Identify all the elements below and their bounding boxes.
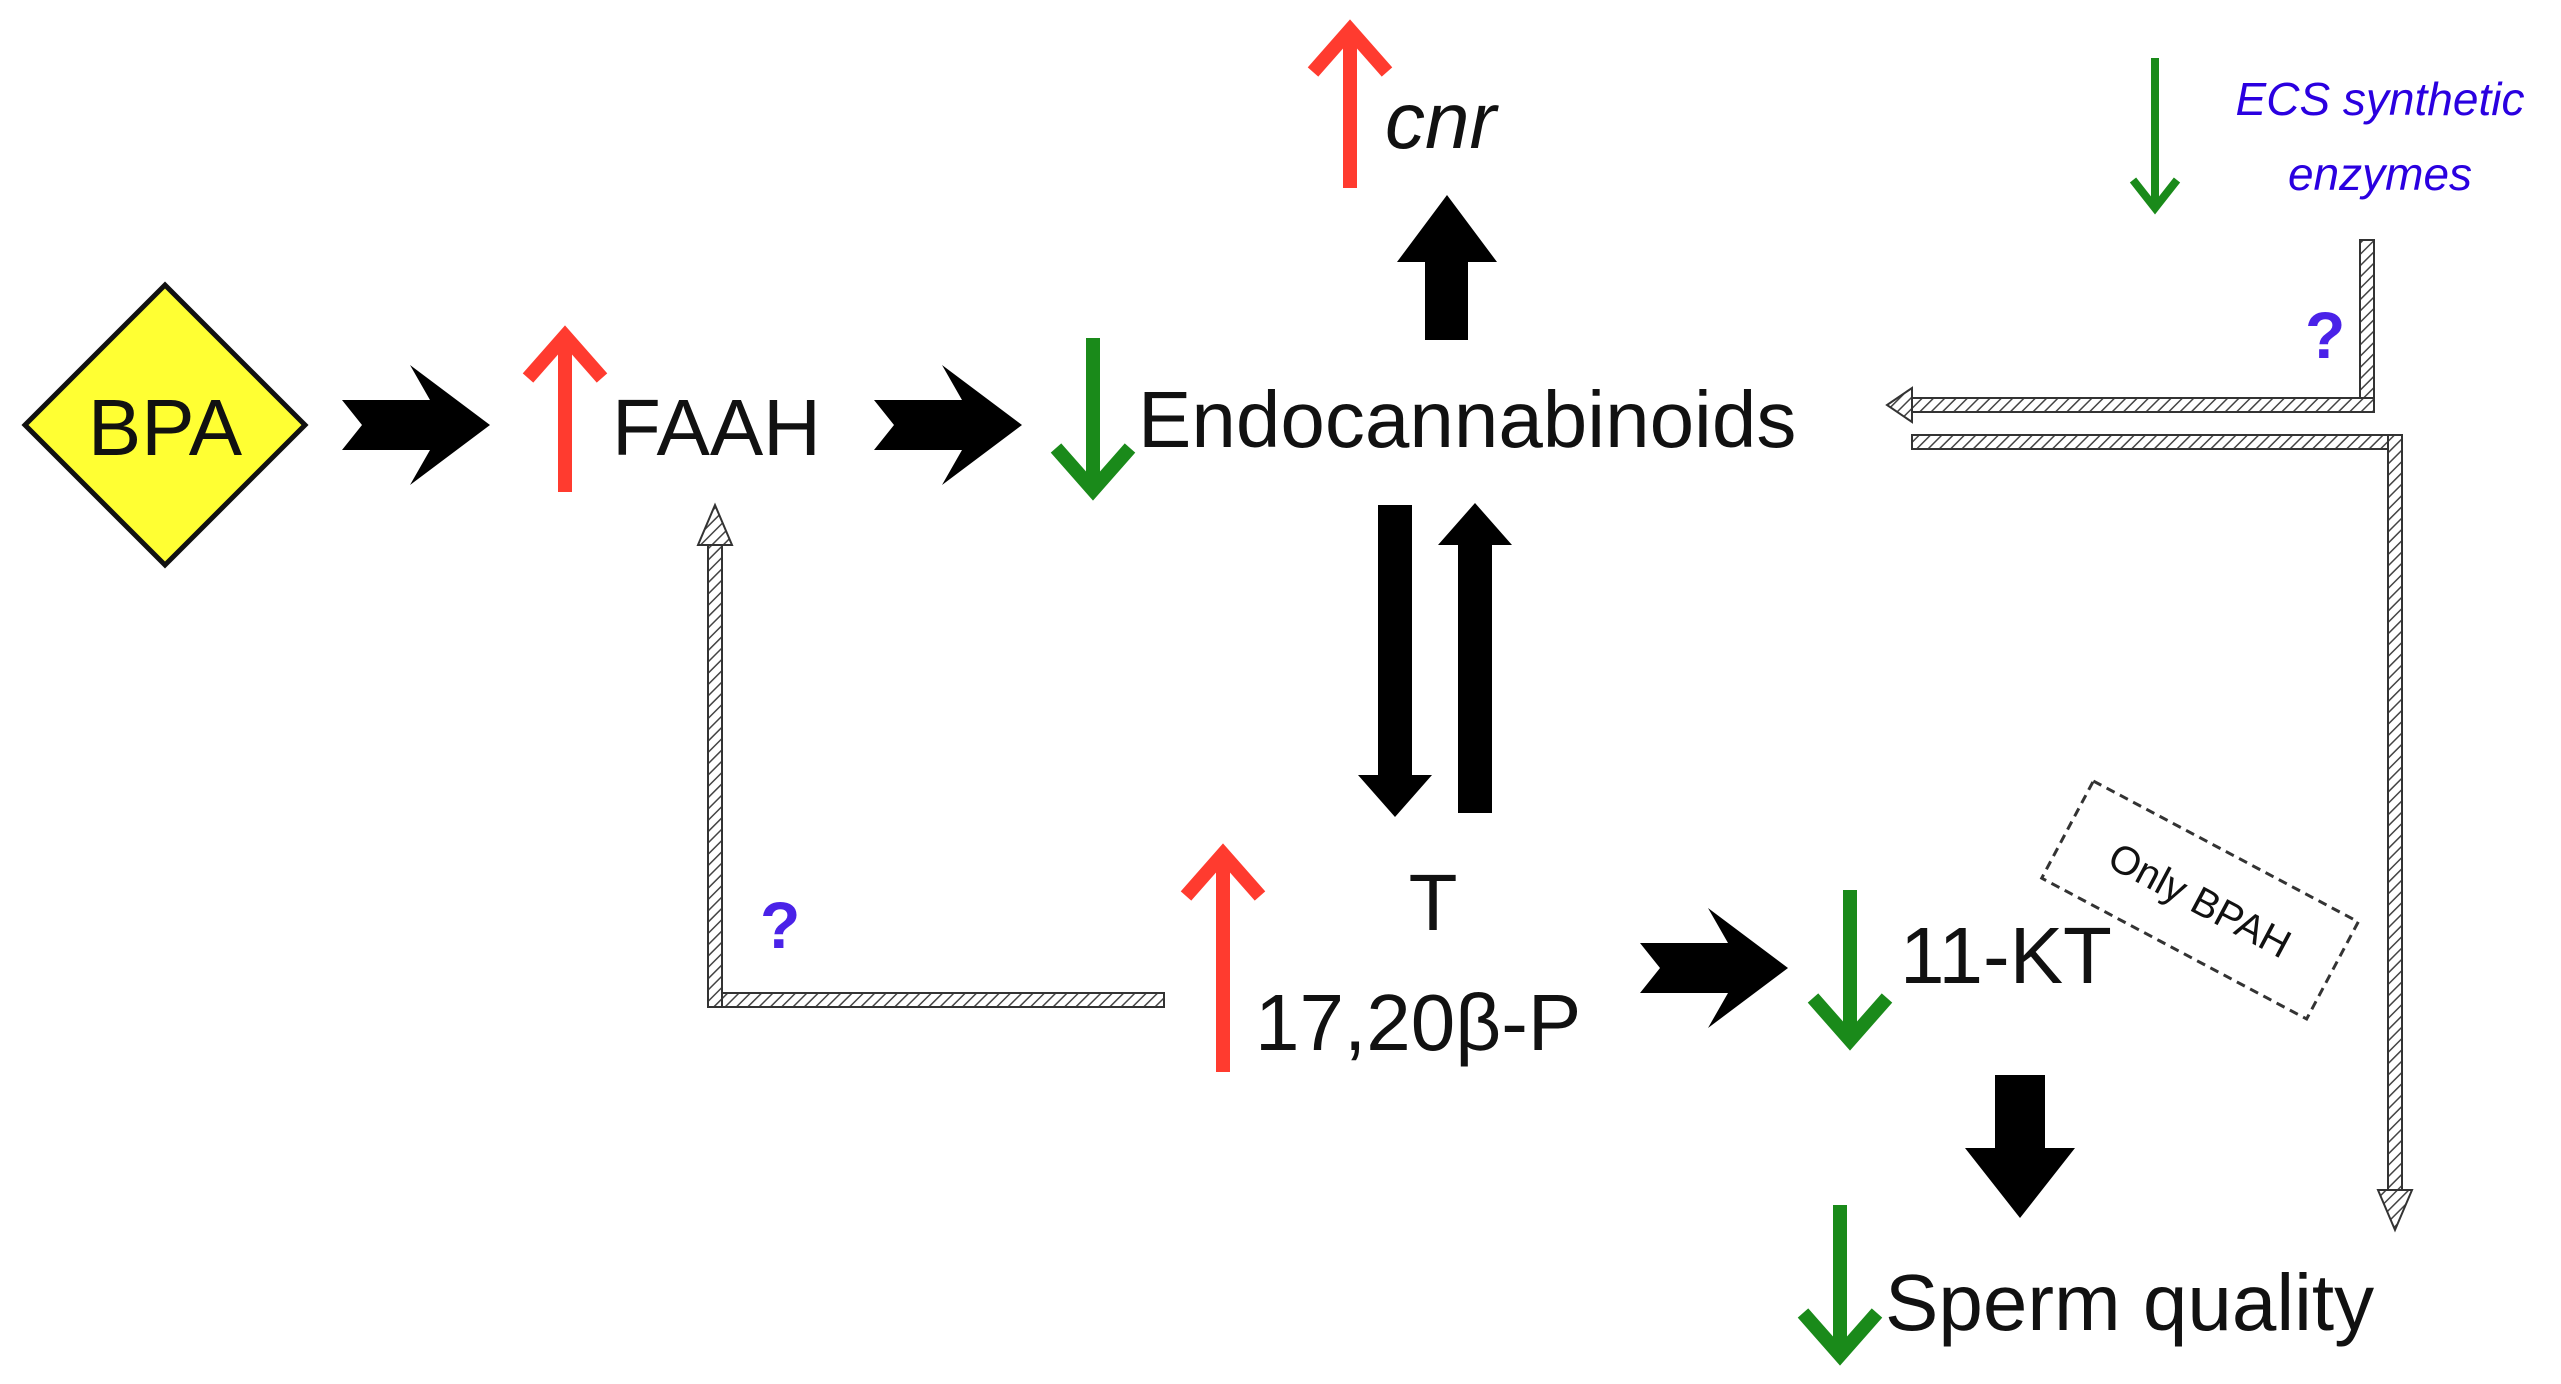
11kt-label: 11-KT xyxy=(1900,911,2112,1000)
cnr-up-arrow-icon xyxy=(1307,19,1393,188)
faah-label: FAAH xyxy=(612,383,821,472)
arrow-faah-to-endocannabinoids xyxy=(874,365,1022,485)
arrow-endocannabinoids-down-to-t xyxy=(1358,505,1432,817)
faah-up-arrow-icon xyxy=(522,325,608,492)
arrow-p1720-to-11kt xyxy=(1640,908,1788,1028)
arrow-t-up-to-endocannabinoids xyxy=(1438,503,1512,813)
p1720-label: 17,20β-P xyxy=(1255,978,1581,1067)
hatched-arrow-endocannabinoids-to-sperm xyxy=(1911,434,2414,1233)
t-label: T xyxy=(1409,858,1458,947)
11kt-down-arrow-icon xyxy=(1807,890,1893,1051)
endocannabinoids-down-arrow-icon xyxy=(1050,338,1136,501)
question-mark-ecs: ? xyxy=(2305,298,2345,372)
ecs-label-line2: enzymes xyxy=(2288,148,2472,200)
arrow-bpa-to-faah xyxy=(342,365,490,485)
sperm-down-arrow-icon xyxy=(1797,1205,1883,1366)
bpa-diamond xyxy=(21,281,309,569)
ecs-label-line1: ECS synthetic xyxy=(2236,73,2525,125)
arrow-11kt-to-sperm xyxy=(1965,1075,2075,1218)
t-up-arrow-icon xyxy=(1180,843,1266,1072)
endocannabinoids-label: Endocannabinoids xyxy=(1138,375,1796,464)
arrow-endocannabinoids-to-cnr xyxy=(1397,195,1497,340)
cnr-label: cnr xyxy=(1385,76,1499,165)
ecs-down-arrow-icon xyxy=(2129,58,2181,215)
hatched-arrow-t-to-faah xyxy=(696,502,1165,1008)
question-mark-feedback: ? xyxy=(760,888,800,962)
hatched-arrow-ecs-to-endocannabinoids xyxy=(1885,239,2375,424)
sperm-quality-label: Sperm quality xyxy=(1885,1258,2374,1347)
bpa-label: BPA xyxy=(88,383,243,472)
